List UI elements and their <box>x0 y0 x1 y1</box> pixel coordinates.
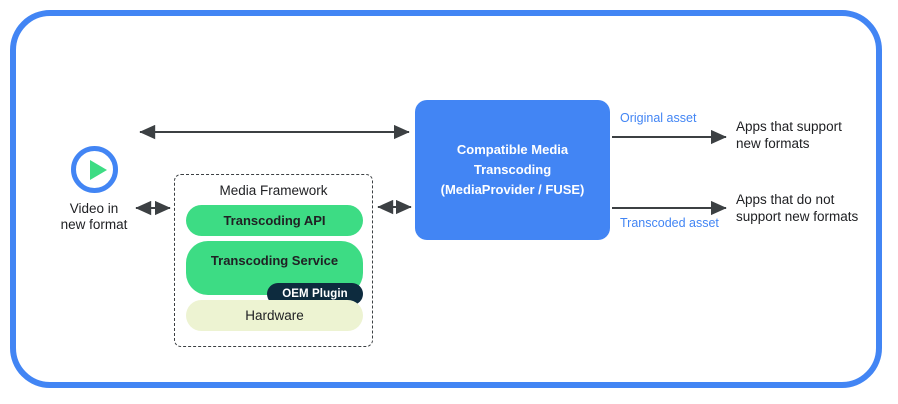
framework-item-label: Transcoding API <box>223 213 326 228</box>
endpoint-apps-supporting: Apps that support new formats <box>736 119 842 151</box>
endpoint-apps-not-supporting: Apps that do not support new formats <box>736 192 859 224</box>
media-framework-group: Media Framework Transcoding API Transcod… <box>174 174 373 347</box>
framework-item-label: Transcoding Service <box>210 253 339 268</box>
framework-item-hardware: Hardware <box>186 300 363 331</box>
framework-item-label: Hardware <box>245 308 304 323</box>
play-triangle-icon <box>89 160 107 180</box>
video-source-node: Video in new format <box>50 146 138 233</box>
edge-label-transcoded-asset: Transcoded asset <box>620 216 719 230</box>
media-framework-title: Media Framework <box>219 183 328 198</box>
video-source-caption: Video in new format <box>60 201 128 232</box>
framework-item-transcoding-api: Transcoding API <box>186 205 363 236</box>
edge-label-original-asset: Original asset <box>620 111 697 125</box>
oem-plugin-badge: OEM Plugin <box>267 283 363 305</box>
play-circle-icon <box>70 146 118 193</box>
compatible-media-transcoding-node: Compatible Media Transcoding (MediaProvi… <box>415 100 610 240</box>
